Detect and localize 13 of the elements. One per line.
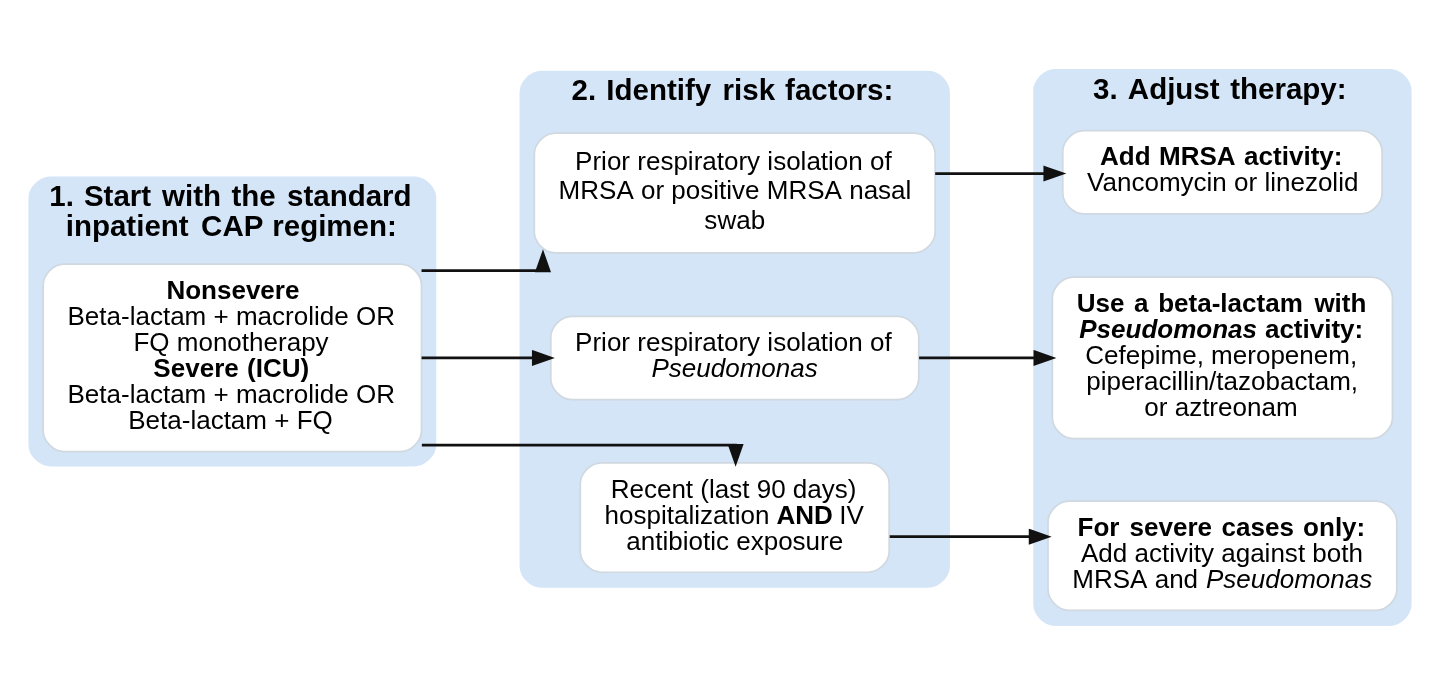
node-box: Use a beta-lactam with Pseudomonas activity: Cefepime, meropenem, piperacillin/tazobactam, or aztreonam: [1051, 275, 1394, 439]
arrow: [889, 528, 1052, 545]
arrow: [421, 349, 555, 366]
node-box: Prior respiratory isolation of MRSA or positive MRSA nasal swab: [533, 131, 937, 254]
arrow: [421, 248, 551, 272]
node-box: Prior respiratory isolation of Pseudomonas: [549, 314, 920, 400]
arrow: [919, 349, 1057, 366]
arrow: [935, 165, 1067, 182]
node-box: Recent (last 90 days) hospitalization AND IV antibiotic exposure: [579, 461, 891, 573]
node-box: Add MRSA activity: Vancomycin or linezolid: [1061, 129, 1383, 215]
node-box: For severe cases only: Add activity against both MRSA and Pseudomonas: [1047, 499, 1398, 611]
arrow: [421, 443, 744, 467]
node-box: Nonsevere Beta-lactam + macrolide OR FQ monotherapy Severe (ICU) Beta-lactam + macrolide OR Beta-lactam + FQ: [42, 262, 423, 452]
